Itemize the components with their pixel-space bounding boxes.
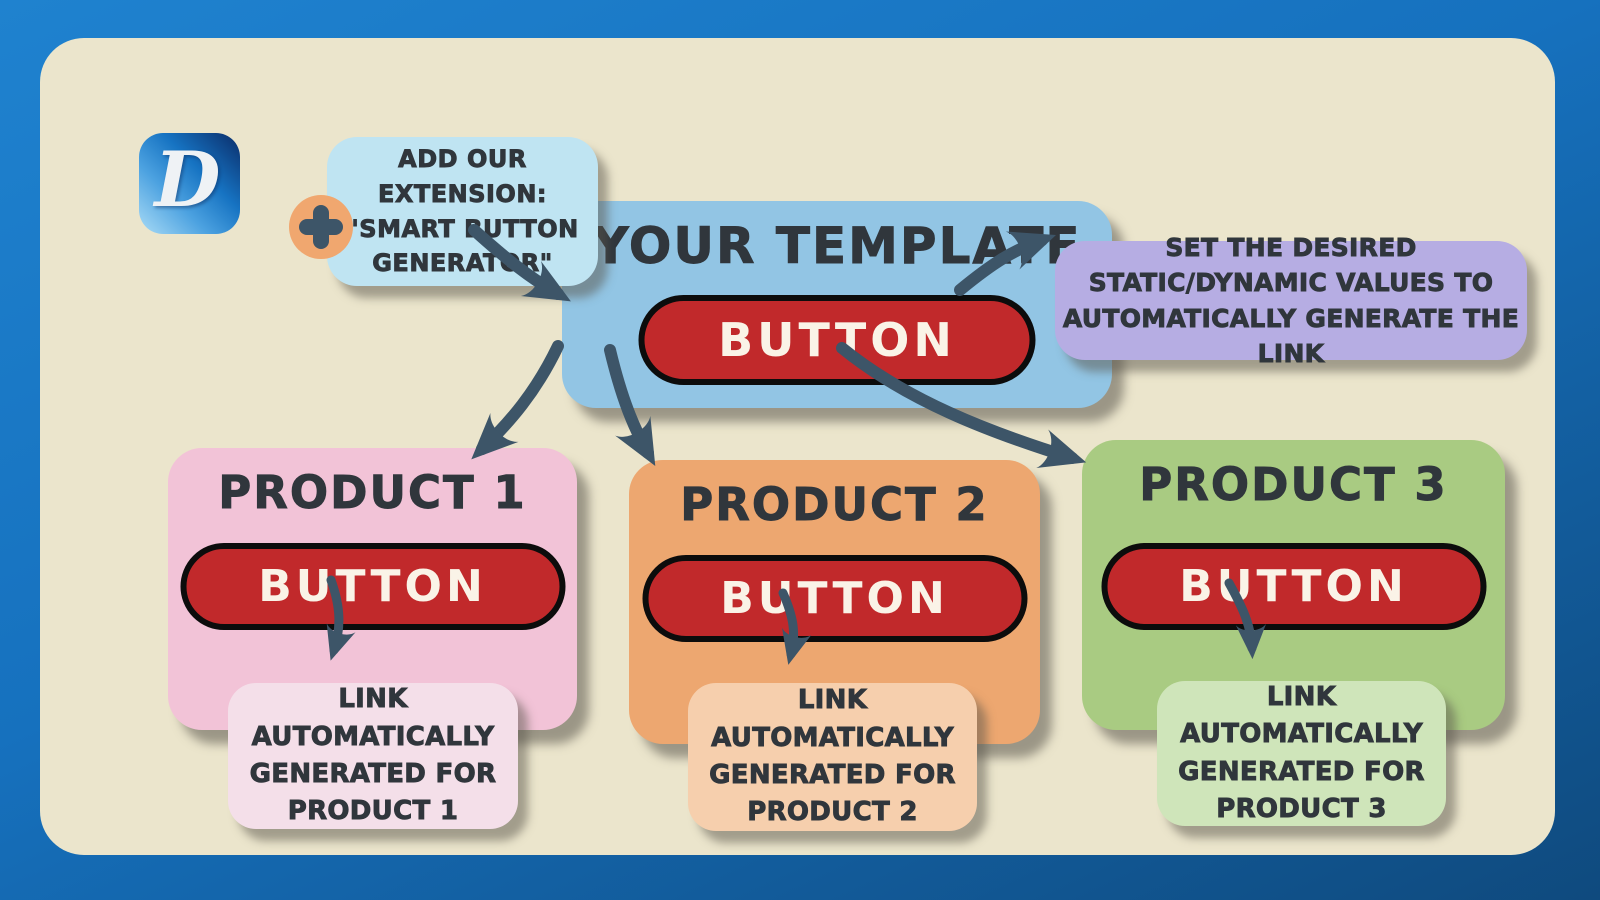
- values-callout-line: SET THE DESIRED: [1165, 232, 1417, 262]
- product-3-title: PRODUCT 3: [1139, 458, 1448, 512]
- template-button[interactable]: BUTTON: [638, 295, 1036, 385]
- extension-callout: ADD OUR EXTENSION: "SMART BUTTON GENERAT…: [327, 137, 598, 286]
- values-callout-line: STATIC/DYNAMIC VALUES TO: [1088, 268, 1494, 298]
- extension-callout-line: ADD OUR EXTENSION:: [377, 145, 548, 208]
- extension-callout-line: "SMART BUTTON: [346, 214, 579, 243]
- product-3-note-line: PRODUCT 3: [1216, 793, 1387, 824]
- template-card: YOUR TEMPLATE BUTTON: [562, 201, 1112, 408]
- product-1-link-note: LINK AUTOMATICALLY GENERATED FOR PRODUCT…: [228, 683, 518, 829]
- product-2-link-note: LINK AUTOMATICALLY GENERATED FOR PRODUCT…: [688, 683, 977, 831]
- product-1-note-line: GENERATED FOR: [249, 759, 497, 790]
- brand-logo: D: [139, 133, 240, 234]
- product-3-button[interactable]: BUTTON: [1101, 543, 1486, 630]
- product-2-title: PRODUCT 2: [680, 478, 989, 532]
- product-3-link-note: LINK AUTOMATICALLY GENERATED FOR PRODUCT…: [1157, 681, 1446, 826]
- product-1-button[interactable]: BUTTON: [180, 543, 565, 630]
- product-1-title: PRODUCT 1: [218, 466, 527, 520]
- product-2-button[interactable]: BUTTON: [642, 555, 1027, 642]
- product-1-note-line: LINK AUTOMATICALLY: [251, 684, 495, 752]
- extension-callout-line: GENERATOR": [372, 249, 553, 278]
- product-2-note-line: PRODUCT 2: [747, 797, 918, 828]
- values-callout-line: AUTOMATICALLY GENERATE THE LINK: [1062, 303, 1520, 368]
- product-3-note-line: LINK AUTOMATICALLY: [1180, 681, 1423, 750]
- content-panel: D ADD OUR EXTENSION: "SMART BUTTON GENER…: [40, 38, 1555, 855]
- add-extension-badge[interactable]: [289, 195, 353, 259]
- template-title: YOUR TEMPLATE: [592, 217, 1082, 276]
- product-2-note-line: GENERATED FOR: [709, 760, 956, 791]
- product-3-note-line: GENERATED FOR: [1178, 756, 1425, 787]
- product-2-note-line: LINK AUTOMATICALLY: [711, 685, 954, 753]
- plus-icon: [299, 205, 343, 249]
- product-1-note-line: PRODUCT 1: [287, 796, 459, 827]
- values-callout: SET THE DESIRED STATIC/DYNAMIC VALUES TO…: [1055, 232, 1527, 368]
- brand-logo-letter: D: [154, 134, 221, 224]
